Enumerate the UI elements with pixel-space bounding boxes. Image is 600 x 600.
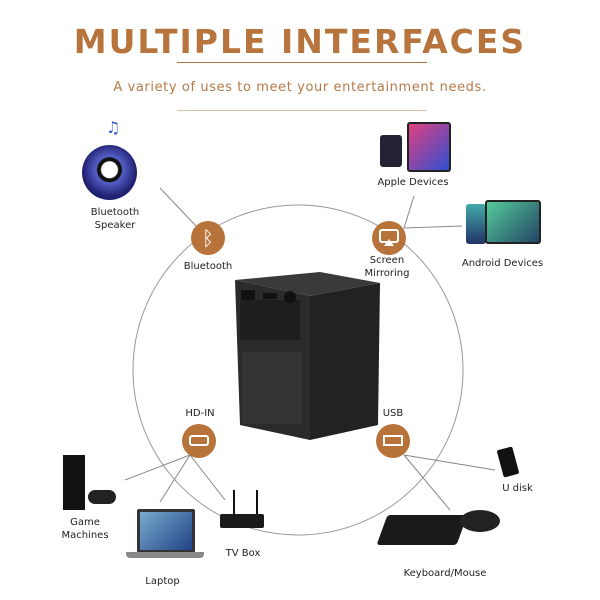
hdin-node bbox=[182, 424, 216, 458]
subtitle-divider bbox=[177, 110, 427, 111]
hdmi-port-icon bbox=[189, 435, 209, 446]
label-line: Game bbox=[70, 517, 100, 528]
game-console-image bbox=[63, 455, 85, 510]
title-divider bbox=[177, 62, 427, 63]
usb-label: USB bbox=[382, 408, 404, 419]
tv-box-image bbox=[220, 514, 264, 528]
keyboard-image bbox=[376, 515, 468, 545]
bluetooth-label: Bluetooth bbox=[183, 261, 233, 272]
android-devices-label: Android Devices bbox=[461, 258, 544, 269]
projector-image bbox=[235, 272, 380, 440]
tv-box-label: TV Box bbox=[225, 548, 261, 559]
mouse-image bbox=[460, 510, 500, 532]
keyboard-mouse-label: Keyboard/Mouse bbox=[403, 568, 487, 579]
music-note-icon: ♫ bbox=[106, 118, 121, 137]
page-title: MULTIPLE INTERFACES bbox=[73, 22, 527, 61]
label-line: Bluetooth bbox=[90, 207, 140, 218]
tv-box-antenna bbox=[256, 490, 258, 514]
usb-port-icon bbox=[383, 435, 403, 446]
bluetooth-speaker-image bbox=[82, 145, 137, 200]
usb-node bbox=[376, 424, 410, 458]
ipad-image bbox=[407, 122, 451, 172]
bluetooth-icon: ᛒ bbox=[202, 226, 214, 250]
laptop-base bbox=[126, 552, 204, 558]
gamepad-image bbox=[88, 490, 116, 504]
android-tablet-image bbox=[485, 200, 541, 244]
tv-box-antenna bbox=[233, 490, 235, 514]
laptop-label: Laptop bbox=[145, 576, 180, 587]
subtitle: A variety of uses to meet your entertain… bbox=[113, 80, 487, 95]
screen-mirroring-node bbox=[372, 221, 406, 255]
label-line: Screen bbox=[369, 255, 405, 266]
label-line: Mirroring bbox=[364, 268, 410, 279]
android-phone-image bbox=[466, 204, 486, 244]
hdin-label: HD-IN bbox=[185, 408, 215, 419]
airplay-icon bbox=[379, 229, 399, 246]
laptop-image bbox=[137, 509, 195, 553]
bluetooth-node: ᛒ bbox=[191, 221, 225, 255]
u-disk-label: U disk bbox=[502, 483, 533, 494]
label-line: Machines bbox=[61, 530, 109, 541]
iphone-image bbox=[380, 135, 402, 167]
apple-devices-label: Apple Devices bbox=[377, 177, 449, 188]
label-line: Speaker bbox=[94, 220, 136, 231]
